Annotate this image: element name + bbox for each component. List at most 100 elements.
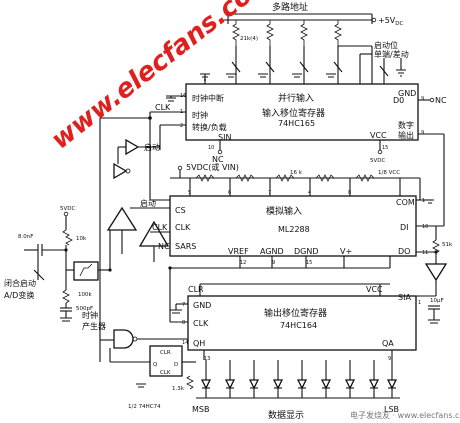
ff-clr-label: CLR: [160, 350, 171, 356]
pin-label: 1: [418, 300, 421, 306]
vref-pin: VREF: [228, 247, 249, 256]
vdc-top-label: +5VDC: [378, 16, 404, 27]
oscillator-gate: [73, 261, 99, 281]
convert-load-label: 转换/负载: [192, 122, 227, 132]
address-switches[interactable]: [231, 46, 343, 84]
site-tag: 电子发烧友 · www.elecfans.com: [350, 410, 460, 420]
clk-label-ic1: CLK: [155, 103, 171, 112]
ic-adc-ml2288: CS CLK SARS NC 模拟输入 ML2288 VREF AGND DGN…: [158, 190, 428, 266]
nc-pin-sin: NC: [212, 155, 224, 164]
ff-d-label: D: [174, 362, 178, 368]
output-buffer: [424, 263, 448, 282]
cap-500pf-label: 500pF: [76, 306, 93, 312]
start-buffer-gate: [125, 138, 140, 156]
pin-label: 9: [421, 130, 424, 136]
start-bit-label: 启动位: [374, 40, 398, 50]
res-16k-label: 16 k: [290, 170, 303, 176]
led-display-row: MSB LSB 数据显示: [192, 350, 400, 421]
qa-pin: QA: [382, 339, 394, 348]
sars-pin: SARS: [175, 242, 196, 251]
agnd-pin: AGND: [260, 247, 284, 256]
input-shift-register-title: 输入移位寄存器: [262, 107, 325, 119]
sia-pin: SIA: [398, 293, 411, 302]
di-pin: DI: [400, 223, 409, 232]
pin-label: 10: [208, 145, 214, 151]
vin-supply-label: 5VDC(或 VIN): [186, 162, 239, 172]
cap-8nf-label: 8.0nF: [18, 234, 33, 240]
clr-pin-ic3: CLR: [188, 285, 204, 294]
qh-pin: QH: [193, 339, 205, 348]
nand-gate: [113, 329, 134, 349]
output-shift-register-title: 输出移位寄存器: [264, 307, 327, 319]
vplus-pin: V+: [340, 247, 352, 256]
cap-10uf-label: 10μF: [430, 298, 444, 304]
res-21k-label: 21k(4): [240, 36, 258, 42]
clk-pin-ic3: CLK: [193, 319, 209, 328]
do-pin: DO: [398, 247, 410, 256]
pullup-resistors: 21k(4): [232, 20, 342, 46]
res-10k-label: 10k: [76, 236, 87, 242]
pin-label: 2: [180, 123, 183, 129]
pin-label: 13: [204, 356, 210, 362]
sin-pin: SIN: [218, 133, 231, 142]
data-display-label: 数据显示: [268, 409, 304, 421]
clk-pin-ic2: CLK: [175, 223, 191, 232]
pin-label: 10: [422, 224, 428, 230]
close-start-line1: 闭合启动: [4, 278, 36, 288]
nc-left-label: NC: [158, 242, 170, 251]
ff-q-label: Q: [153, 362, 158, 368]
ic2-part-number: ML2288: [278, 225, 310, 234]
res-51k-label: 51k: [442, 242, 453, 248]
input-resistor-ladder: 5VDC(或 VIN) 16 k 1/8 VCC: [170, 162, 434, 204]
d-flip-flop: [149, 345, 183, 377]
nc-pin-ic1: NC: [435, 96, 447, 105]
vcc-pin-ic3: VCC: [366, 285, 383, 294]
timer-interrupt-pin: 时钟中断: [192, 93, 224, 103]
clock-control-section: CLK 启动 启动 CLK: [99, 95, 186, 340]
pin-label: 15: [306, 260, 312, 266]
led-array: [200, 360, 398, 398]
schmitt-inverter-1: [113, 162, 128, 180]
ic3-part-number: 74HC164: [280, 321, 317, 330]
vdc-osc-label: 5VDC: [60, 206, 75, 212]
pin-label: 1: [422, 198, 425, 204]
ground-symbols-top: [166, 58, 406, 102]
pin-label: 9: [388, 356, 391, 362]
data-output-label-2: 输出: [398, 130, 414, 140]
com-pin: COM: [396, 198, 415, 207]
pin-label: 15: [382, 145, 388, 151]
start-label-1: 启动: [144, 142, 160, 152]
pin-label: 11: [422, 250, 428, 256]
ic1-part-number: 74HC165: [278, 119, 315, 128]
start-flip-flop: CLR Q D CLK 1.3k 1/2 74HC74: [100, 329, 196, 410]
start-label-2: 启动: [140, 198, 156, 208]
close-start-line2: A/D变换: [4, 290, 34, 300]
clock-gen-line1: 时钟: [82, 310, 98, 320]
msb-label: MSB: [192, 405, 209, 414]
data-output-label-1: 数字: [398, 120, 414, 130]
ic-output-shift-register: GND CLK QH 输出移位寄存器 74HC164 QA SIA CLR VC…: [182, 285, 421, 362]
ic1-d0-label: D0: [393, 96, 404, 105]
parallel-input-label: 并行输入: [278, 92, 314, 104]
vcc-pin-ic1: VCC: [370, 131, 387, 140]
multi-address-label: 多路地址: [272, 1, 308, 13]
pin-label: 8: [182, 320, 185, 326]
pin-label: 14: [182, 340, 188, 346]
ff-clk-label: CLK: [160, 370, 171, 376]
pin-label: 9: [421, 96, 424, 102]
vdc-ic1-label: 5VDC: [370, 158, 385, 164]
clk-label-ic2: CLK: [152, 223, 168, 232]
clock-oscillator: 5VDC 10k 8.0nF 闭合启动 A/D变换 100k 500pF 时钟 …: [4, 206, 111, 331]
pin-label: 12: [240, 260, 246, 266]
dgnd-pin: DGND: [294, 247, 319, 256]
res-100k-label: 100k: [78, 292, 92, 298]
gnd-pin-ic1: GND: [398, 89, 416, 98]
clock-pin-label: 时钟: [192, 110, 208, 120]
cs-pin: CS: [175, 206, 186, 215]
gnd-pin-ic3: GND: [193, 301, 211, 310]
pin-label: 9: [272, 260, 275, 266]
gate-part-label: 1/2 74HC74: [128, 404, 161, 410]
pin-label: 7: [182, 302, 185, 308]
res-13k-label: 1.3k: [172, 386, 185, 392]
